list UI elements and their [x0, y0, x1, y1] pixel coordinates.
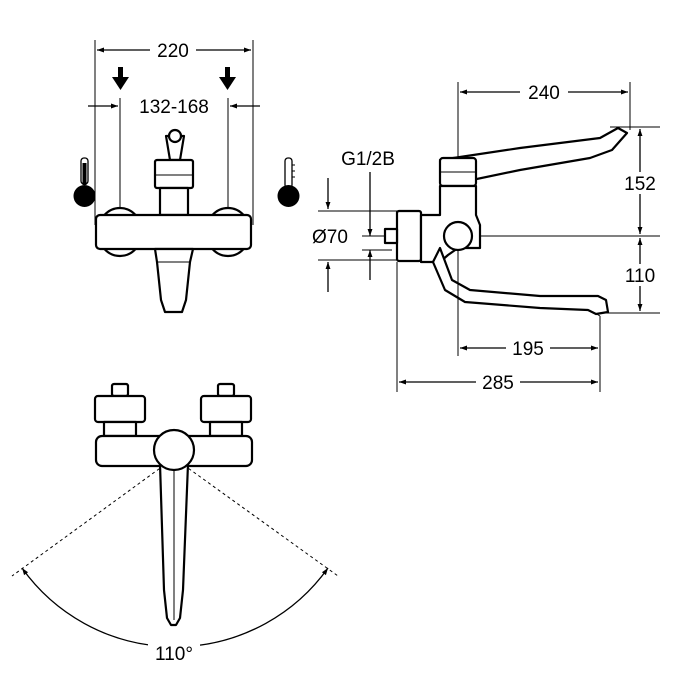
- arrow-down-icon: [112, 67, 129, 90]
- thermometer-cold-icon: [277, 157, 300, 207]
- front-view: 220 132-168: [73, 40, 300, 314]
- dim-overall-projection: 285: [482, 373, 514, 394]
- faucet-top: [93, 382, 254, 627]
- dim-inlet-spacing: 132-168: [139, 97, 209, 118]
- dim-rosette-diameter: Ø70: [312, 227, 348, 248]
- dim-height-above-axis: 152: [624, 174, 656, 195]
- dim-thread: G1/2B: [341, 149, 395, 170]
- dim-overall-width: 220: [157, 41, 189, 62]
- arrow-down-icon: [219, 67, 236, 90]
- dim-spout-reach: 195: [512, 339, 544, 360]
- dim-spout-reach-top: 240: [528, 83, 560, 104]
- faucet-side: [383, 126, 629, 317]
- thermometer-hot-icon: [73, 157, 96, 207]
- top-view: 110°: [11, 382, 339, 665]
- faucet-front: [94, 128, 253, 314]
- dim-swivel-angle: 110°: [155, 644, 193, 665]
- side-view: 240 152 110 G1/2B Ø70: [312, 82, 664, 394]
- dim-height-below-axis: 110: [625, 266, 655, 287]
